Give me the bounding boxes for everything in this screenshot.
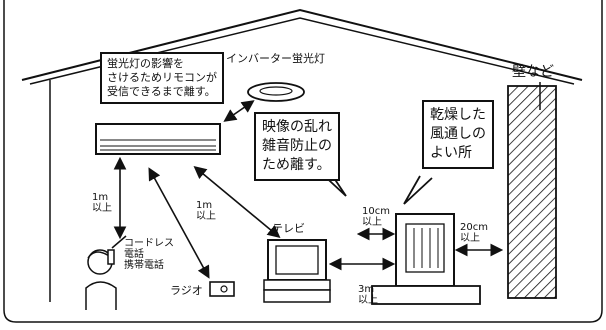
inverter-lamp xyxy=(247,82,305,102)
wall-block xyxy=(507,85,557,299)
label-phones: コードレス 電話 携帯電話 xyxy=(124,238,174,271)
tv-set xyxy=(263,239,331,303)
arrow-tv xyxy=(193,165,281,239)
label-dist-1m-mid: 1m 以上 xyxy=(196,200,216,222)
label-tv: テレビ xyxy=(272,222,305,235)
label-dist-1m-left: 1m 以上 xyxy=(92,192,112,214)
label-inverter-light: インバーター蛍光灯 xyxy=(226,52,325,65)
label-dist-10cm: 10cm 以上 xyxy=(362,206,390,228)
label-dist-3m: 3m 以上 xyxy=(358,284,378,306)
frame xyxy=(3,0,603,323)
indoor-unit xyxy=(95,123,221,155)
arrow-lamp xyxy=(223,100,255,122)
label-radio: ラジオ xyxy=(170,284,203,297)
person-with-phone xyxy=(85,235,127,310)
callout-noise: 映像の乱れ 雑音防止の ため離す。 xyxy=(254,112,340,181)
arrow-1m-mid xyxy=(148,167,210,279)
callout-fluorescent: 蛍光灯の影響を さけるためリモコンが 受信できるまで離す。 xyxy=(100,52,224,104)
label-wall: 壁など xyxy=(512,64,554,80)
label-dist-20cm: 20cm 以上 xyxy=(460,222,488,244)
radio-set xyxy=(209,281,235,297)
callout-dry: 乾燥した 風通しの よい所 xyxy=(422,100,494,169)
outdoor-unit xyxy=(371,213,481,305)
